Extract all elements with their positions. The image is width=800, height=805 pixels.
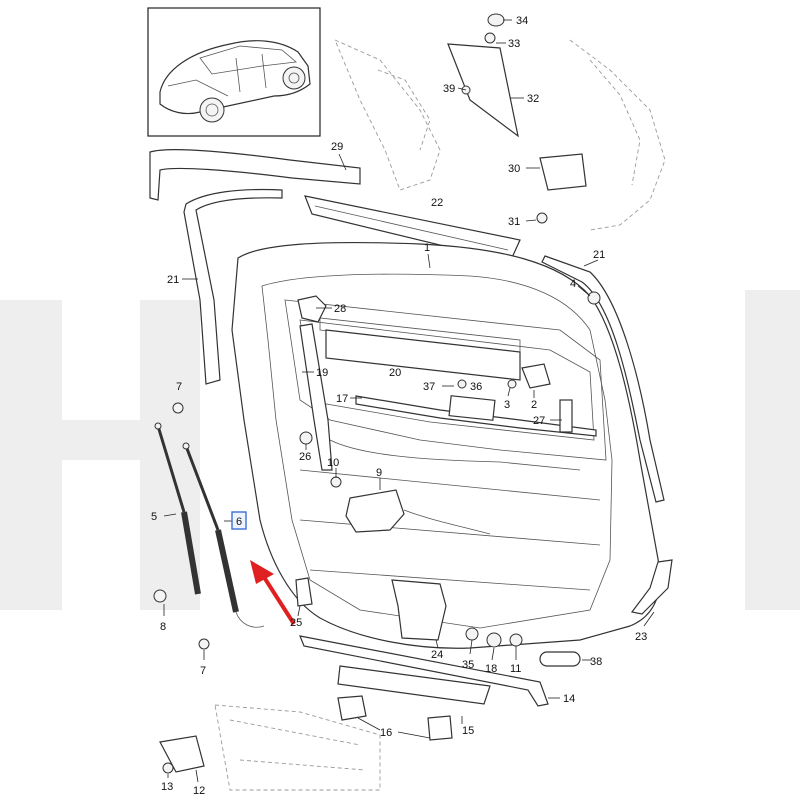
part-23-guide <box>630 559 673 615</box>
part-25-bumper <box>295 577 313 607</box>
callout-3: 3 <box>504 399 510 411</box>
part-19-trim <box>299 323 333 471</box>
callout-10: 10 <box>327 457 339 469</box>
callout-5: 5 <box>151 511 157 523</box>
callout-22: 22 <box>431 197 443 209</box>
part-37-screw <box>457 379 467 389</box>
callout-23: 23 <box>635 631 647 643</box>
callout-8: 8 <box>160 621 166 633</box>
callout-25: 25 <box>290 617 302 629</box>
part-15-light-bar <box>337 665 491 705</box>
callout-13: 13 <box>161 781 173 793</box>
callout-4: 4 <box>570 278 576 290</box>
red-pointer-arrow-icon <box>250 560 296 626</box>
callout-15: 15 <box>462 725 474 737</box>
part-13-bolt <box>162 762 174 774</box>
part-18-bumper <box>486 632 502 648</box>
callout-36: 36 <box>470 381 482 393</box>
part-24-bracket <box>391 579 447 641</box>
callout-7-lower: 7 <box>200 665 206 677</box>
part-35-nut <box>465 627 479 641</box>
callout-24: 24 <box>431 649 443 661</box>
part-32-cover <box>447 43 519 138</box>
callout-28: 28 <box>334 303 346 315</box>
callout-17: 17 <box>336 393 348 405</box>
callout-37: 37 <box>423 381 435 393</box>
part-11-nut <box>509 633 523 647</box>
part-8-ball-stud <box>153 589 167 603</box>
callout-29: 29 <box>331 141 343 153</box>
callout-7-upper: 7 <box>176 381 182 393</box>
part-16-right-mount <box>427 715 453 741</box>
callout-6: 6 <box>236 516 242 528</box>
callouts: 34 33 39 32 29 30 22 31 1 21 21 4 28 19 … <box>151 15 647 797</box>
callout-39: 39 <box>443 83 455 95</box>
part-7-lower-bolt <box>198 638 210 650</box>
part-5-strut <box>154 422 201 595</box>
part-14-trim-strip <box>299 635 549 707</box>
part-27-clip <box>559 399 573 433</box>
leader-lines <box>163 19 655 783</box>
part-28-bracket <box>297 295 327 323</box>
callout-21-left: 21 <box>167 274 179 286</box>
callout-27: 27 <box>533 415 545 427</box>
part-4-grommet <box>587 291 601 305</box>
body-structure <box>214 39 666 791</box>
callout-1: 1 <box>424 242 430 254</box>
part-20-panel <box>325 329 521 381</box>
part-33-nut <box>484 32 496 44</box>
part-29-roof-trim <box>149 148 361 201</box>
car-inset-icon <box>147 7 321 137</box>
callout-2: 2 <box>531 399 537 411</box>
callout-34: 34 <box>516 15 528 27</box>
part-3-screw <box>507 379 517 389</box>
callout-14: 14 <box>563 693 575 705</box>
part-21-right-seal <box>541 255 665 503</box>
part-30-latch <box>539 153 587 191</box>
callout-30: 30 <box>508 163 520 175</box>
callout-21-right: 21 <box>593 249 605 261</box>
part-34-cap <box>487 13 505 27</box>
callout-11: 11 <box>510 663 521 675</box>
callout-32: 32 <box>527 93 539 105</box>
part-10-bolt <box>330 476 342 488</box>
callout-38: 38 <box>590 656 602 668</box>
highlight-box-6 <box>231 511 247 530</box>
part-2-hinge <box>521 363 551 389</box>
part-7-upper-bolt <box>172 402 184 414</box>
callout-35: 35 <box>462 659 474 671</box>
part-38-pad <box>539 651 581 667</box>
part-36-light <box>448 395 496 421</box>
callout-9: 9 <box>376 467 382 479</box>
callout-16: 16 <box>380 727 392 739</box>
callout-33: 33 <box>508 38 520 50</box>
callout-31: 31 <box>508 216 520 228</box>
part-12-hinge <box>159 735 205 773</box>
callout-18: 18 <box>485 663 497 675</box>
callout-20: 20 <box>389 367 401 379</box>
part-31-screw <box>536 212 548 224</box>
part-16-left-mount <box>337 695 367 721</box>
part-6-strut <box>182 442 265 628</box>
callout-19: 19 <box>316 367 328 379</box>
callout-12: 12 <box>193 785 205 797</box>
part-26-clip <box>299 431 313 445</box>
part-21-left-seal <box>183 188 283 385</box>
callout-26: 26 <box>299 451 311 463</box>
part-9-lock <box>345 489 405 533</box>
